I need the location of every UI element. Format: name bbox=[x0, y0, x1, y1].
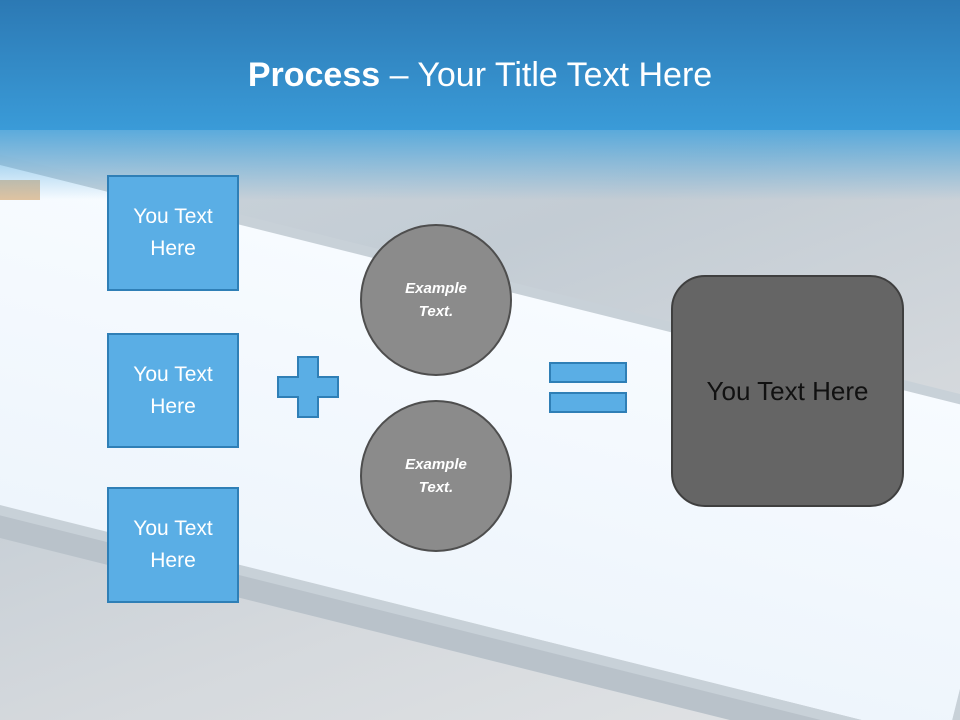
result-label: You Text Here bbox=[706, 375, 869, 406]
title-rest: – Your Title Text Here bbox=[380, 56, 713, 94]
text-box-label: You Text Here bbox=[133, 205, 213, 260]
result-box[interactable]: You Text Here bbox=[671, 275, 904, 507]
text-box-label: You Text Here bbox=[133, 362, 213, 418]
plus-icon bbox=[277, 356, 339, 418]
circle-label: Example Text. bbox=[405, 280, 467, 320]
circle-label: Example Text. bbox=[405, 456, 467, 496]
text-box-label: You Text Here bbox=[133, 517, 213, 572]
example-circle-2[interactable]: Example Text. bbox=[360, 400, 512, 552]
text-box-3[interactable]: You Text Here bbox=[107, 487, 239, 603]
title-bold: Process bbox=[247, 56, 381, 94]
text-box-1[interactable]: You Text Here bbox=[107, 175, 239, 291]
slide-title[interactable]: Process – Your Title Text Here bbox=[0, 52, 960, 98]
text-box-2[interactable]: You Text Here bbox=[107, 333, 239, 448]
example-circle-1[interactable]: Example Text. bbox=[360, 224, 512, 376]
equals-icon bbox=[549, 362, 627, 413]
title-bar bbox=[0, 0, 960, 130]
